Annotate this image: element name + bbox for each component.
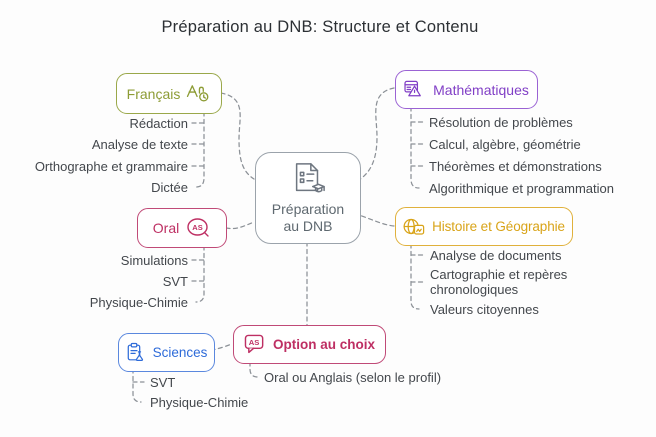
branch-item: Cartographie et repères chronologiques: [430, 267, 568, 297]
document-graduation-icon: [295, 163, 325, 193]
hooks-oral: [191, 259, 205, 282]
stem-oral: [195, 245, 205, 303]
node-option-au-choix: AS Option au choix: [233, 325, 386, 364]
node-mathematiques-label: Mathématiques: [433, 81, 529, 98]
node-francais: Français: [116, 73, 222, 114]
branch-item: Orthographe et grammaire: [34, 159, 188, 174]
node-histoire-label: Histoire et Géographie: [432, 219, 565, 234]
node-option-label: Option au choix: [272, 337, 375, 352]
stem-histoire: [410, 243, 420, 310]
branch-item: Rédaction: [129, 116, 188, 131]
branch-item: Simulations: [120, 253, 188, 268]
node-oral: Oral AS: [137, 208, 227, 248]
stem-sciences: [132, 368, 142, 403]
node-francais-label: Français: [126, 85, 181, 102]
node-histoire-geographie: Histoire et Géographie: [395, 207, 573, 246]
branch-item: SVT: [150, 375, 176, 390]
speech-bubble-as-icon: AS: [244, 334, 264, 354]
link-oral-center: [225, 221, 255, 230]
language-spellcheck-clock-icon: [187, 85, 209, 102]
branch-item: Résolution de problèmes: [429, 115, 573, 130]
branch-item: Physique-Chimie: [150, 395, 249, 410]
branch-item: SVT: [162, 274, 188, 289]
node-preparation-dnb: Préparation au DNB: [255, 152, 361, 244]
stem-math: [410, 106, 420, 189]
speech-bubble-as-icon: AS: [187, 218, 209, 237]
link-francais-center: [220, 92, 255, 180]
branch-item: Dictée: [151, 180, 188, 195]
hooks-francais: [191, 122, 205, 167]
branch-item: Théorèmes et démonstrations: [429, 159, 602, 174]
hooks-histoire: [410, 254, 424, 283]
branch-item: Physique-Chimie: [89, 295, 188, 310]
central-node-label: Préparation au DNB: [272, 201, 344, 235]
node-sciences: Sciences: [118, 333, 215, 372]
bubble-as-text: AS: [249, 338, 260, 347]
central-label-line2: au DNB: [283, 218, 333, 234]
branch-item: Algorithmique et programmation: [429, 181, 614, 196]
branch-item: Analyse de texte: [91, 137, 188, 152]
node-mathematiques: Mathématiques: [395, 70, 538, 109]
stem-option: [249, 361, 259, 378]
node-oral-label: Oral: [152, 220, 180, 236]
branch-item: Oral ou Anglais (selon le profil): [264, 370, 442, 385]
central-label-line1: Préparation: [271, 201, 345, 217]
link-histoire-center: [358, 214, 395, 227]
globe-map-icon: [403, 218, 425, 235]
branch-item: Calcul, algèbre, géométrie: [429, 137, 581, 152]
diagram-title: Préparation au DNB: Structure et Contenu: [161, 18, 479, 36]
hooks-math: [410, 121, 424, 167]
branch-item: Valeurs citoyennes: [430, 302, 539, 317]
stem-francais: [195, 111, 205, 188]
node-sciences-label: Sciences: [152, 345, 208, 360]
table-geometry-triangle-icon: [404, 80, 422, 96]
branch-item: Analyse de documents: [430, 248, 562, 263]
clipboard-flask-icon: [127, 342, 143, 361]
link-math-center: [358, 87, 395, 181]
bubble-as-text: AS: [193, 223, 203, 232]
